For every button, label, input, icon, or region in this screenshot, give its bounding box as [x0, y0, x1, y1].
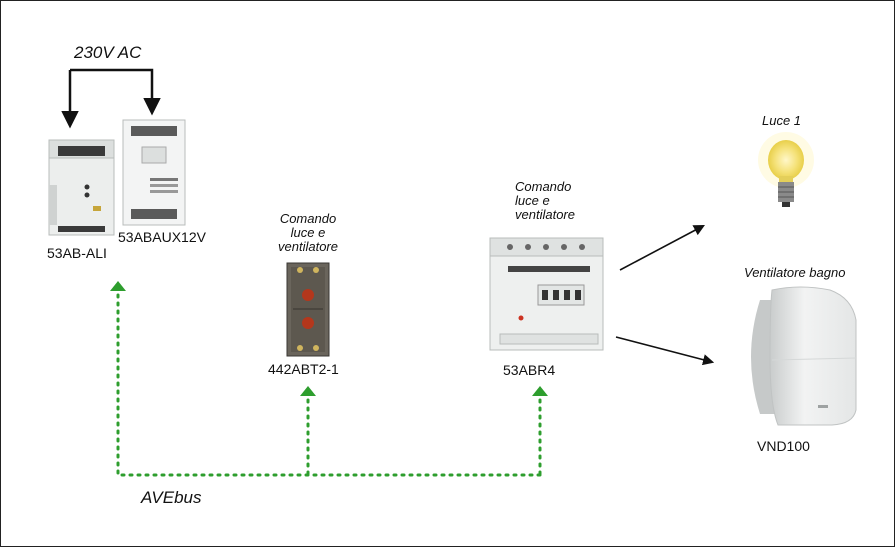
relay-caption-line-3: ventilatore: [515, 207, 575, 222]
avebus-label: AVEbus: [141, 488, 202, 507]
fan-caption: Ventilatore bagno: [744, 265, 846, 280]
fan-label: VND100: [757, 438, 810, 454]
relay-caption-line-1: Comando: [515, 179, 572, 194]
ali-label: 53AB-ALI: [47, 245, 107, 261]
relay-module-image: [489, 237, 604, 351]
aux-label: 53ABAUX12V: [118, 229, 206, 245]
power-label: 230V AC: [74, 43, 142, 62]
avebus-lines: [116, 293, 542, 477]
switch-caption: Comando luce e ventilatore: [268, 212, 348, 254]
relay-label: 53ABR4: [503, 362, 556, 378]
light-bulb-icon: [758, 132, 814, 207]
fan-device-image: [751, 286, 857, 426]
switch-device-image: [286, 262, 330, 357]
switch-caption-line-3: ventilatore: [278, 239, 338, 254]
ali-module-image: [48, 139, 115, 236]
relay-caption: Comando luce e ventilatore: [515, 180, 575, 222]
power-wiring: [61, 68, 161, 129]
relay-caption-line-2: luce e: [515, 193, 550, 208]
light-caption: Luce 1: [762, 113, 802, 128]
switch-caption-line-1: Comando: [279, 211, 337, 226]
switch-label: 442ABT2-1: [268, 361, 339, 377]
switch-caption-line-2: luce e: [290, 225, 326, 240]
output-arrows: [615, 224, 715, 366]
aux-module-image: [122, 119, 186, 226]
avebus-arrowheads: [110, 281, 548, 396]
